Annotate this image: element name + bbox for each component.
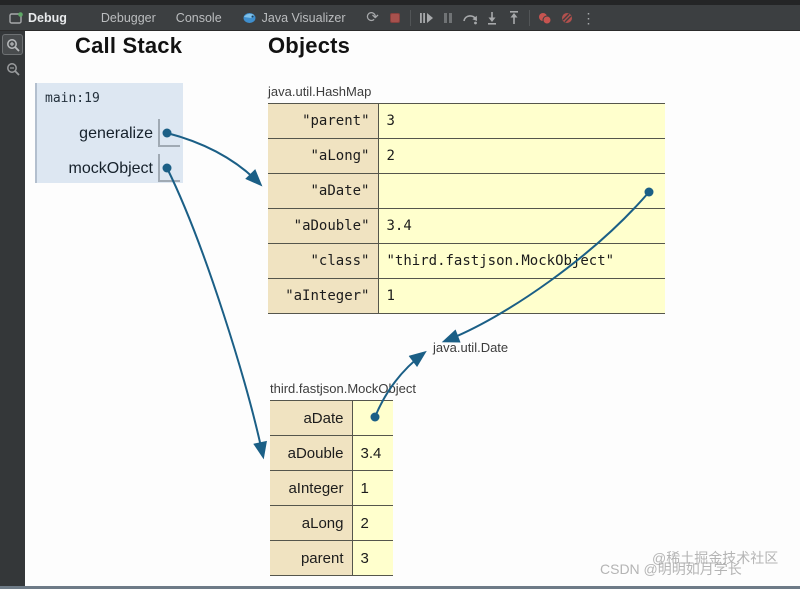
view-breakpoints-icon[interactable] bbox=[534, 7, 556, 29]
map-key: "aLong" bbox=[268, 138, 379, 174]
stack-entry-mockobject[interactable]: mockObject bbox=[68, 160, 153, 177]
rerun-icon[interactable]: ⟳ bbox=[366, 9, 379, 26]
field-name: aDate bbox=[270, 400, 353, 436]
table-row: "parent"3 bbox=[268, 103, 665, 139]
visualizer-side-rail bbox=[0, 31, 25, 586]
tool-window-debug[interactable]: Debug bbox=[0, 5, 77, 31]
map-value: 3 bbox=[378, 103, 665, 139]
field-name: aLong bbox=[270, 505, 353, 541]
tab-java-visualizer[interactable]: Java Visualizer bbox=[232, 5, 356, 31]
stack-entry-generalize[interactable]: generalize bbox=[79, 125, 153, 142]
step-over-icon[interactable] bbox=[459, 7, 481, 29]
java-visualizer-icon bbox=[243, 13, 256, 23]
table-row: "aDate" bbox=[268, 173, 665, 209]
table-row: aDate bbox=[270, 400, 393, 436]
map-key: "aDouble" bbox=[268, 208, 379, 244]
table-row: "aInteger"1 bbox=[268, 278, 665, 314]
map-key: "parent" bbox=[268, 103, 379, 139]
table-row: "class""third.fastjson.MockObject" bbox=[268, 243, 665, 279]
map-value: "third.fastjson.MockObject" bbox=[378, 243, 665, 279]
map-value: 2 bbox=[378, 138, 665, 174]
table-row: "aDouble"3.4 bbox=[268, 208, 665, 244]
bottom-divider-bar bbox=[0, 586, 800, 589]
field-name: aDouble bbox=[270, 435, 353, 471]
debug-toolbar: Debug Debugger Console Java Visualizer ⟳ bbox=[0, 5, 800, 31]
objects-heading: Objects bbox=[268, 33, 351, 58]
more-options-icon[interactable]: ⋮ bbox=[581, 9, 596, 26]
watermark-csdn: CSDN @明明如月学长 bbox=[600, 561, 742, 577]
step-into-icon[interactable] bbox=[481, 7, 503, 29]
toolbar-separator bbox=[528, 9, 530, 26]
step-out-icon[interactable] bbox=[503, 7, 525, 29]
field-value: 3 bbox=[352, 540, 393, 576]
map-value: 3.4 bbox=[378, 208, 665, 244]
zoom-in-icon[interactable] bbox=[2, 34, 23, 55]
field-name: parent bbox=[270, 540, 353, 576]
debug-window-icon bbox=[9, 11, 23, 24]
mute-breakpoints-icon[interactable] bbox=[556, 7, 578, 29]
map-value: 1 bbox=[378, 278, 665, 314]
hashmap-table: "parent"3 "aLong"2 "aDate" "aDouble"3.4 … bbox=[268, 103, 665, 314]
field-value: 3.4 bbox=[352, 435, 393, 471]
zoom-out-icon[interactable] bbox=[2, 58, 23, 79]
table-row: "aLong"2 bbox=[268, 138, 665, 174]
call-stack-frame: main:19 generalize mockObject bbox=[35, 83, 183, 183]
resume-icon[interactable] bbox=[415, 7, 437, 29]
field-name: aInteger bbox=[270, 470, 353, 506]
arrow-mockobject-to-mockobject-table bbox=[166, 167, 267, 460]
stop-icon[interactable] bbox=[384, 7, 406, 29]
pointer-slot bbox=[158, 119, 180, 147]
pointer-slot bbox=[158, 154, 180, 182]
hashmap-type-label: java.util.HashMap bbox=[268, 84, 372, 99]
toolbar-separator bbox=[409, 9, 411, 26]
field-value bbox=[352, 400, 393, 436]
mockobject-type-label: third.fastjson.MockObject bbox=[270, 381, 416, 396]
pause-icon[interactable] bbox=[437, 7, 459, 29]
map-key: "class" bbox=[268, 243, 379, 279]
tab-debugger[interactable]: Debugger bbox=[91, 5, 166, 31]
map-key: "aDate" bbox=[268, 173, 379, 209]
java-visualizer-tab-label: Java Visualizer bbox=[261, 10, 346, 25]
console-tab-label: Console bbox=[175, 10, 222, 25]
frame-header: main:19 bbox=[45, 91, 100, 106]
call-stack-heading: Call Stack bbox=[75, 33, 183, 58]
field-value: 2 bbox=[352, 505, 393, 541]
map-value bbox=[378, 173, 665, 209]
watermark-community: @稀土掘金技术社区 bbox=[652, 550, 779, 566]
date-type-label: java.util.Date bbox=[433, 340, 509, 355]
debug-tab-label: Debug bbox=[28, 10, 67, 25]
editor-edge-strip bbox=[0, 0, 800, 5]
debugger-tab-label: Debugger bbox=[100, 10, 156, 25]
map-key: "aInteger" bbox=[268, 278, 379, 314]
tab-console[interactable]: Console bbox=[166, 5, 232, 31]
field-value: 1 bbox=[352, 470, 393, 506]
